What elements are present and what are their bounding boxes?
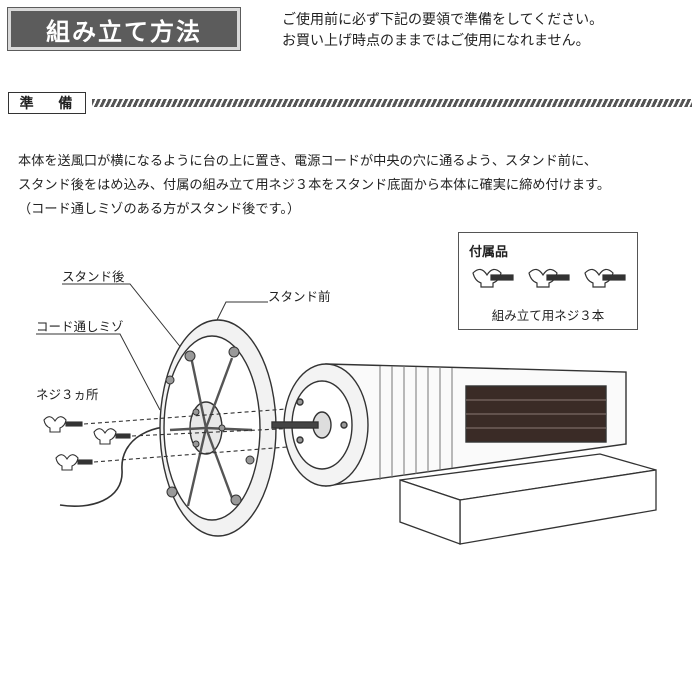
accessories-caption: 組み立て用ネジ３本: [491, 308, 605, 323]
accessories-title: 付属品: [469, 245, 509, 260]
usage-notice: ご使用前に必ず下記の要領で準備をしてください。 お買い上げ時点のままではご使用に…: [282, 10, 692, 52]
callout-screws: ネジ３ヵ所: [36, 387, 99, 402]
page-title: 組み立て方法: [7, 7, 241, 51]
section-label: 準 備: [8, 92, 86, 114]
accessories-box: 付属品 組み立て用ネジ３本: [458, 232, 638, 330]
instruction-line: （コード通しミゾのある方がスタンド後です。）: [18, 202, 301, 217]
instructions-text: 本体を送風口が横になるように台の上に置き、電源コードが中央の穴に通るよう、スタン…: [18, 150, 688, 222]
callout-stand-front: スタンド前: [268, 289, 331, 304]
instruction-line: 本体を送風口が横になるように台の上に置き、電源コードが中央の穴に通るよう、スタン…: [18, 154, 597, 169]
wing-screws-illustration: [472, 268, 626, 288]
callout-stand-rear: スタンド後: [62, 269, 125, 284]
wing-screw-icon: [584, 268, 626, 288]
section-divider: [92, 99, 692, 107]
instruction-line: スタンド後をはめ込み、付属の組み立て用ネジ３本をスタンド底面から本体に確実に締め…: [18, 178, 611, 193]
callout-cord-groove: コード通しミゾ: [36, 319, 124, 334]
notice-line: ご使用前に必ず下記の要領で準備をしてください。: [282, 12, 604, 28]
notice-line: お買い上げ時点のままではご使用になれません。: [282, 33, 590, 49]
wing-screw-icon: [472, 268, 514, 288]
stand-disc: [159, 319, 277, 537]
assembly-illustration: [36, 283, 657, 545]
heater-body: [271, 363, 627, 487]
base-block: [399, 453, 657, 545]
wing-screws: [43, 407, 301, 471]
wing-screw-icon: [528, 268, 570, 288]
